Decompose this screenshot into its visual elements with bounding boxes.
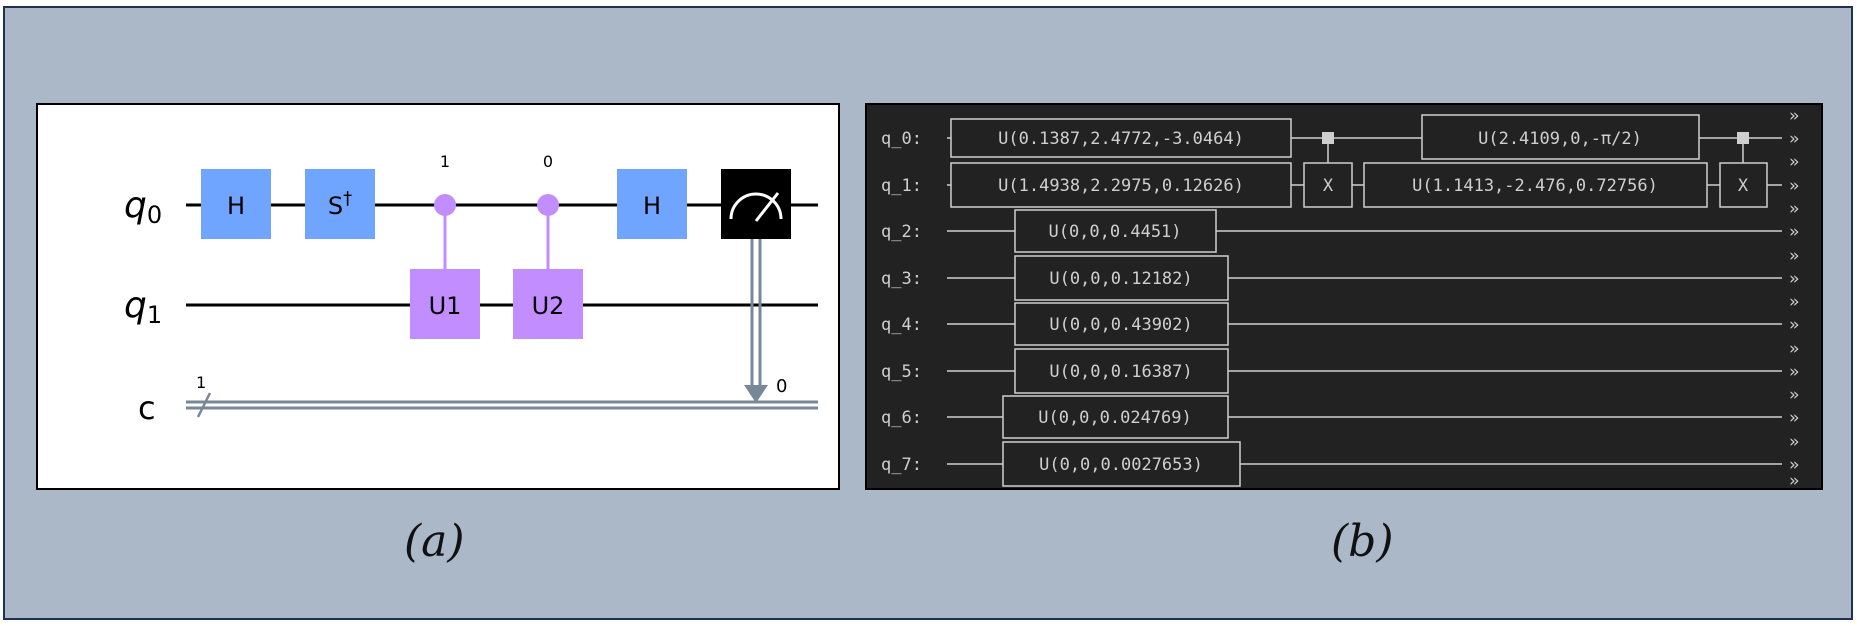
continuation-marker: »	[1789, 106, 1799, 126]
caption-b: (b)	[1331, 516, 1394, 567]
gate-box-q_5	[1014, 348, 1229, 394]
continuation-marker: »	[1789, 362, 1799, 382]
continuation-marker: »	[1789, 129, 1799, 149]
measure-arrow-icon	[744, 385, 768, 403]
wire-label-q_2: q_2:	[881, 222, 922, 242]
gate-box-q_7	[1002, 441, 1241, 487]
meter-icon	[729, 192, 783, 220]
continuation-marker: »	[1789, 269, 1799, 289]
continuation-marker: »	[1789, 455, 1799, 475]
classical-label: c	[138, 389, 156, 427]
u2-gate-label: U2	[532, 292, 565, 320]
gate-label-q_7: U(0,0,0.0027653)	[1039, 455, 1203, 475]
s-dagger-gate-letter: S	[328, 192, 343, 220]
qubit-label-q0-name: q	[124, 185, 147, 226]
h-gate-1	[201, 169, 271, 239]
continuation-marker: »	[1789, 176, 1799, 196]
gate-label-q_0-2: U(2.4109,0,-π/2)	[1478, 129, 1642, 149]
circuit-panel-b: q_0: q_1: q_2: q_3: q_4: q_5: q_6: q_7: …	[865, 103, 1823, 491]
cx-control-2	[1737, 132, 1749, 144]
continuation-marker: »	[1789, 246, 1799, 266]
gate-box-q_0	[950, 118, 1292, 158]
gate-box-q_4	[1014, 302, 1229, 346]
classical-width-label: 1	[196, 373, 206, 392]
u1-gate-label: U1	[429, 292, 462, 320]
wire-label-q_3: q_3:	[881, 269, 922, 289]
gate-label-q_1: U(1.4938,2.2975,0.12626)	[998, 176, 1244, 196]
s-dagger-gate-label: S†	[328, 188, 352, 220]
cx-control-1	[1322, 132, 1334, 144]
gate-label-q_1-2: U(1.1413,-2.476,0.72756)	[1412, 176, 1658, 196]
classical-bit-label: 0	[776, 376, 787, 397]
gate-box-q_1	[950, 162, 1292, 208]
continuation-marker: »	[1789, 385, 1799, 405]
h-gate-1-label: H	[227, 192, 245, 220]
wire-label-q_6: q_6:	[881, 408, 922, 428]
gate-label-q_3: U(0,0,0.12182)	[1049, 269, 1192, 289]
classical-width-slash	[196, 392, 212, 418]
continuation-marker: »	[1789, 152, 1799, 172]
u1-control-label: 1	[440, 152, 450, 171]
qubit-label-q1-name: q	[124, 285, 147, 326]
u2-control-dot	[537, 194, 559, 216]
qubit-label-q1: q1	[124, 285, 162, 329]
gate-box-q_3	[1014, 255, 1229, 301]
gate-label-q_2: U(0,0,0.4451)	[1048, 222, 1181, 242]
gate-box-q_2	[1014, 209, 1217, 253]
u1-gate	[410, 269, 480, 339]
gate-label-q_0: U(0.1387,2.4772,-3.0464)	[998, 129, 1244, 149]
gate-box-q_6	[1002, 395, 1229, 439]
s-dagger-gate-sup: †	[343, 188, 352, 209]
caption-a: (a)	[404, 516, 465, 567]
qubit-label-q1-sub: 1	[147, 301, 162, 329]
qubit-label-q0: q0	[124, 185, 162, 229]
continuation-marker: »	[1789, 199, 1799, 219]
continuation-marker: »	[1789, 339, 1799, 359]
u2-control-label: 0	[543, 152, 553, 171]
u1-control-dot	[434, 194, 456, 216]
wire-label-q_4: q_4:	[881, 315, 922, 335]
h-gate-2-label: H	[643, 192, 661, 220]
continuation-marker: »	[1789, 315, 1799, 335]
meter-needle-icon	[754, 192, 780, 222]
gate-box-q_1-2	[1363, 162, 1708, 208]
wire-label-q_5: q_5:	[881, 362, 922, 382]
cx-target-label-1: X	[1323, 176, 1334, 196]
gate-box-q_0-2	[1421, 114, 1700, 160]
qubit-label-q0-sub: 0	[147, 201, 162, 229]
continuation-marker: »	[1789, 292, 1799, 312]
gate-label-q_6: U(0,0,0.024769)	[1038, 408, 1192, 428]
measure-gate	[721, 169, 791, 239]
wire-label-q_7: q_7:	[881, 455, 922, 475]
s-dagger-gate	[305, 169, 375, 239]
circuit-panel-a: q0 q1 c 1 0 H S† 1 U1 0 U2 H	[36, 103, 840, 490]
u2-gate	[513, 269, 583, 339]
gate-label-q_5: U(0,0,0.16387)	[1049, 362, 1192, 382]
wire-label-q_1: q_1:	[881, 176, 922, 196]
wire-label-q_0: q_0:	[881, 129, 922, 149]
continuation-marker: »	[1789, 432, 1799, 452]
continuation-marker: »	[1789, 408, 1799, 428]
continuation-marker: »	[1789, 471, 1799, 488]
cx-target-label-2: X	[1738, 176, 1749, 196]
continuation-marker: »	[1789, 222, 1799, 242]
h-gate-2	[617, 169, 687, 239]
gate-label-q_4: U(0,0,0.43902)	[1049, 315, 1192, 335]
